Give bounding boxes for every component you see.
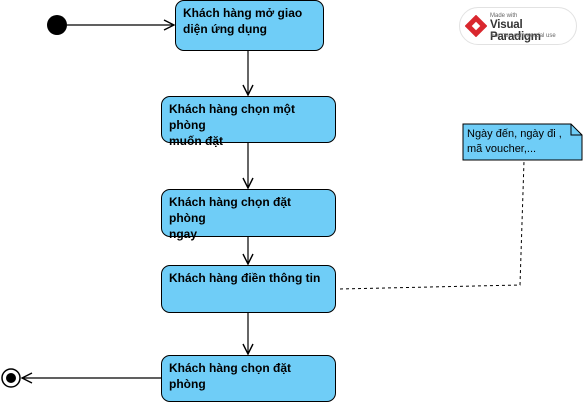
made-with-label: Made with: [490, 13, 518, 19]
initial-node: [47, 15, 67, 35]
activity-select-room[interactable]: Khách hàng chọn một phòng muốn đặt: [161, 96, 336, 148]
license-tag: For non-commercial use: [491, 33, 556, 39]
visual-paradigm-logo-icon: [465, 15, 487, 37]
activity-open-app[interactable]: Khách hàng mở giao diện ứng dụng: [175, 0, 324, 51]
note-fold: [570, 124, 582, 136]
note-text: Ngày đến, ngày đi , mã voucher,...: [467, 128, 562, 155]
final-node-core: [6, 373, 16, 383]
note-shape: [462, 123, 583, 161]
brand-name: Visual Paradigm: [490, 19, 541, 43]
activity-confirm-booking[interactable]: Khách hàng chọn đặt phòng: [161, 355, 336, 402]
visual-paradigm-badge: Made with Visual Paradigm For non-commer…: [459, 7, 577, 45]
note-anchor: [339, 160, 525, 290]
activity-fill-info[interactable]: Khách hàng điền thông tin: [161, 265, 336, 313]
activity-book-now[interactable]: Khách hàng chọn đặt phòng ngay: [161, 189, 336, 241]
